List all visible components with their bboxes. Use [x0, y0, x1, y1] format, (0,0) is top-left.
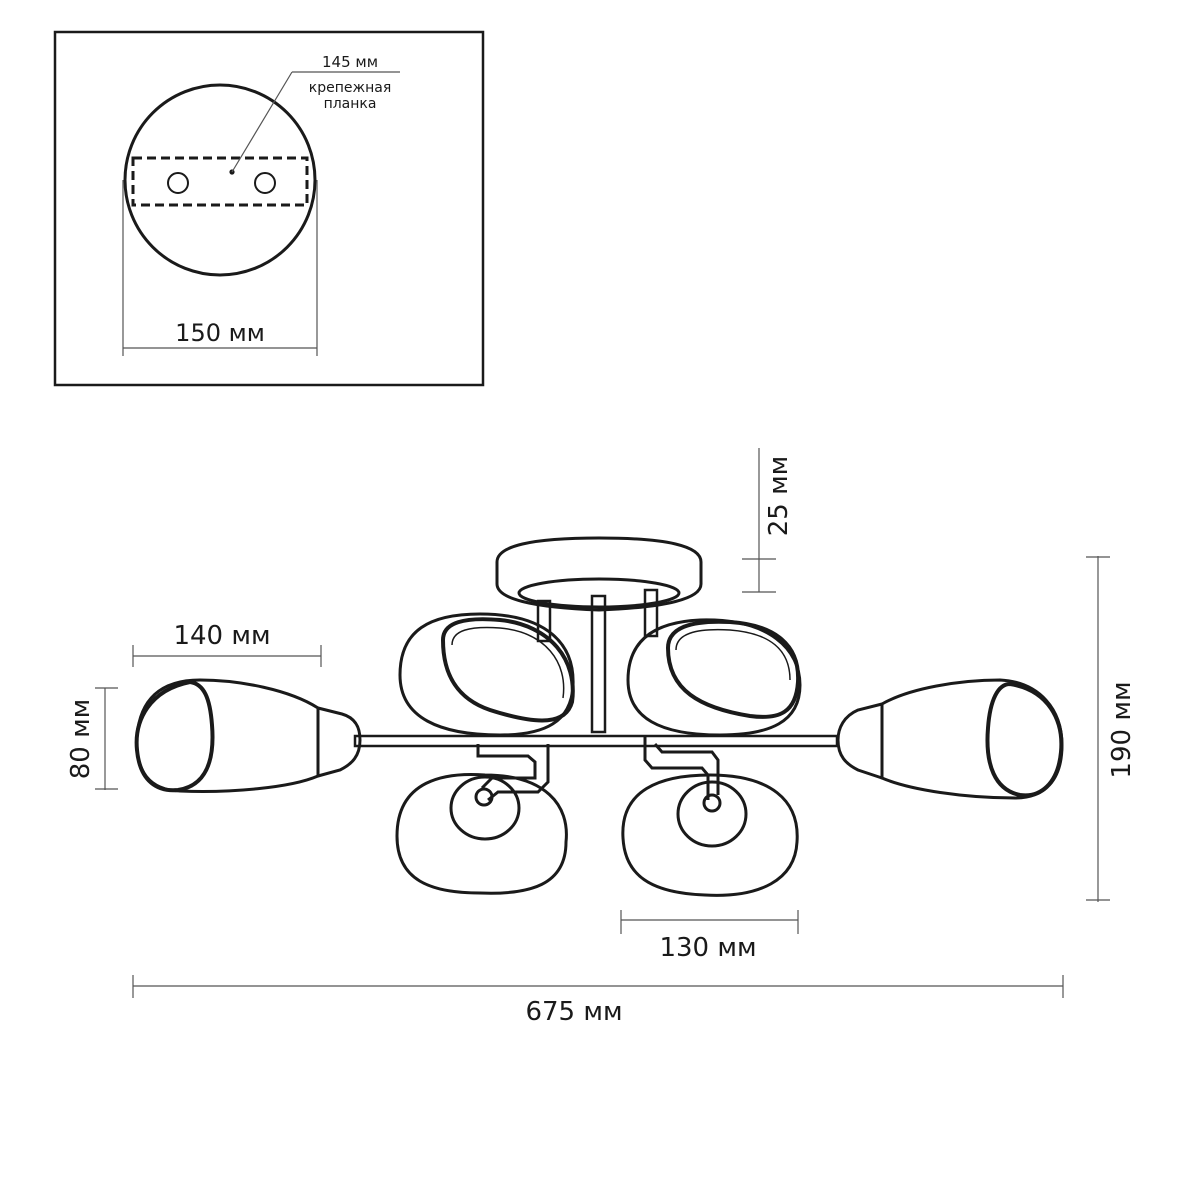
lower-shade-right-socket — [702, 793, 722, 813]
upper-shade-right-rim — [675, 628, 791, 681]
mounting-plate-outline — [131, 156, 309, 207]
mounting-hole-right — [254, 172, 276, 194]
total-height-label: 190 мм — [1107, 681, 1137, 778]
side-shade-right-opening — [985, 681, 1064, 798]
dimension-shade-length: 140 мм — [132, 621, 322, 667]
shade-diameter-label: 80 мм — [66, 699, 96, 780]
canopy-bottom-ring — [517, 577, 681, 609]
side-shade-left-opening — [134, 679, 215, 793]
dimension-lower-shade-width: 130 мм — [620, 910, 799, 963]
upper-shade-left-rim — [451, 626, 565, 699]
upper-shade-left-opening — [440, 617, 575, 723]
lower-shade-right — [621, 773, 799, 897]
plate-name-line1: крепежная — [309, 80, 392, 96]
canopy-height-label: 25 мм — [764, 456, 794, 537]
upper-shade-right-opening — [665, 619, 801, 719]
plate-width-label: 145 мм — [322, 53, 378, 71]
lower-shade-right-bracket — [643, 736, 720, 800]
upper-shade-left — [398, 612, 575, 737]
lower-shade-left-socket-ring — [449, 775, 521, 841]
leader-line — [231, 71, 293, 173]
total-width-label: 675 мм — [525, 997, 622, 1027]
chandelier-side-view — [134, 536, 1064, 897]
dimension-total-height: 190 мм — [1086, 556, 1137, 902]
mounting-hole-left — [167, 172, 189, 194]
side-shade-left-cup — [317, 706, 362, 778]
horizontal-arm — [353, 734, 839, 748]
dimension-total-width: 675 мм — [132, 975, 1064, 1027]
dimension-canopy-height: 25 мм — [742, 448, 794, 593]
base-diameter-label: 150 мм — [175, 319, 265, 347]
lower-shade-left — [395, 773, 568, 895]
lower-shade-right-socket-ring — [676, 780, 748, 848]
dimension-shade-diameter: 80 мм — [66, 687, 118, 790]
lower-shade-left-bracket — [476, 744, 550, 802]
side-shade-left — [135, 678, 320, 793]
rod-center — [590, 594, 607, 734]
rod-right — [643, 588, 659, 638]
inset-panel: 145 мм крепежная планка 150 мм — [53, 30, 485, 387]
base-plate-circle — [123, 83, 317, 277]
side-shade-right — [880, 678, 1064, 800]
side-shade-right-cup — [836, 702, 883, 780]
lower-shade-width-label: 130 мм — [659, 933, 756, 963]
plate-name-line2: планка — [324, 96, 377, 112]
rod-left — [536, 599, 552, 643]
inset-frame — [53, 30, 485, 387]
shade-length-label: 140 мм — [173, 621, 270, 651]
upper-shade-right — [626, 618, 802, 737]
